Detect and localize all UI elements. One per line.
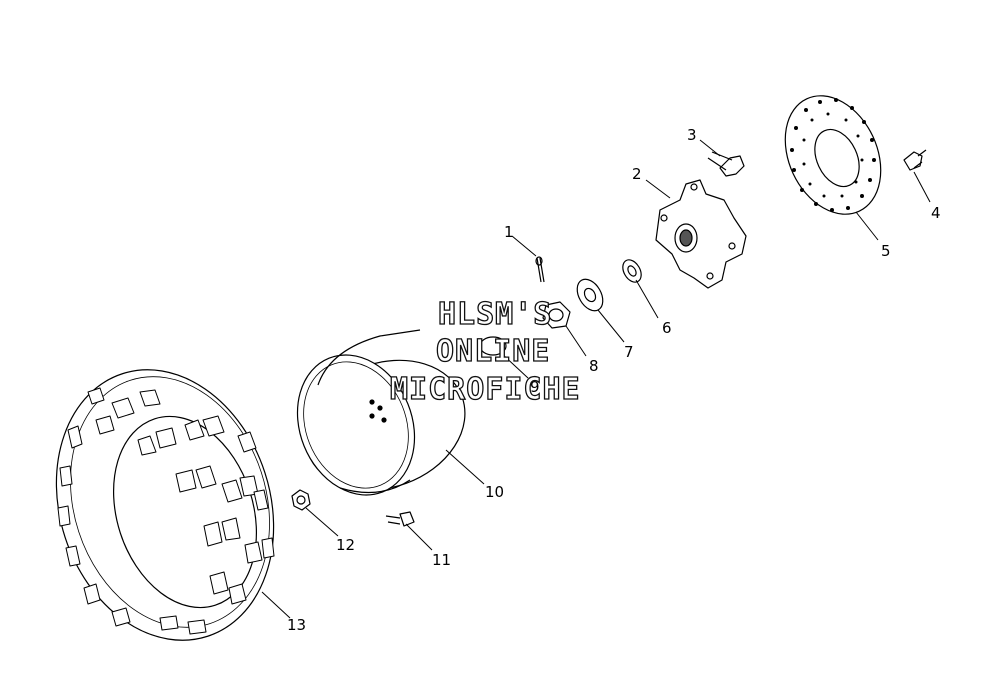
bolt-part-3 xyxy=(707,151,745,177)
callout-9: 9 xyxy=(530,378,540,396)
callout-8: 8 xyxy=(589,357,599,375)
leader-lines xyxy=(261,139,931,619)
callout-10: 10 xyxy=(485,483,504,501)
callout-2: 2 xyxy=(632,165,642,183)
callout-7: 7 xyxy=(624,343,634,361)
callout-13: 13 xyxy=(287,616,306,634)
watermark-line-2: ONLINE xyxy=(435,334,551,369)
tire-part xyxy=(55,369,275,641)
nut-part-12 xyxy=(291,489,311,511)
part-9 xyxy=(479,336,507,356)
bolt-part-4 xyxy=(903,149,927,171)
callout-4: 4 xyxy=(931,204,941,222)
cotter-pin-part xyxy=(535,256,545,283)
callout-6: 6 xyxy=(662,319,672,337)
washer-part-6 xyxy=(622,259,642,283)
washer-part-7 xyxy=(576,278,604,312)
watermark-line-1: HLSM'S xyxy=(437,297,553,332)
callout-3: 3 xyxy=(687,126,697,144)
brake-disc-part xyxy=(784,95,882,215)
callout-12: 12 xyxy=(336,536,355,554)
callout-1: 1 xyxy=(504,223,514,241)
rim-part xyxy=(296,329,466,496)
hub-part xyxy=(655,179,747,289)
callout-5: 5 xyxy=(881,242,891,260)
bolt-part-11 xyxy=(385,511,415,527)
callout-11: 11 xyxy=(432,551,451,569)
callout-labels: 1 2 3 4 5 6 7 8 9 10 11 12 13 xyxy=(287,126,941,634)
watermark-line-3: MICROFICHE xyxy=(389,372,581,407)
